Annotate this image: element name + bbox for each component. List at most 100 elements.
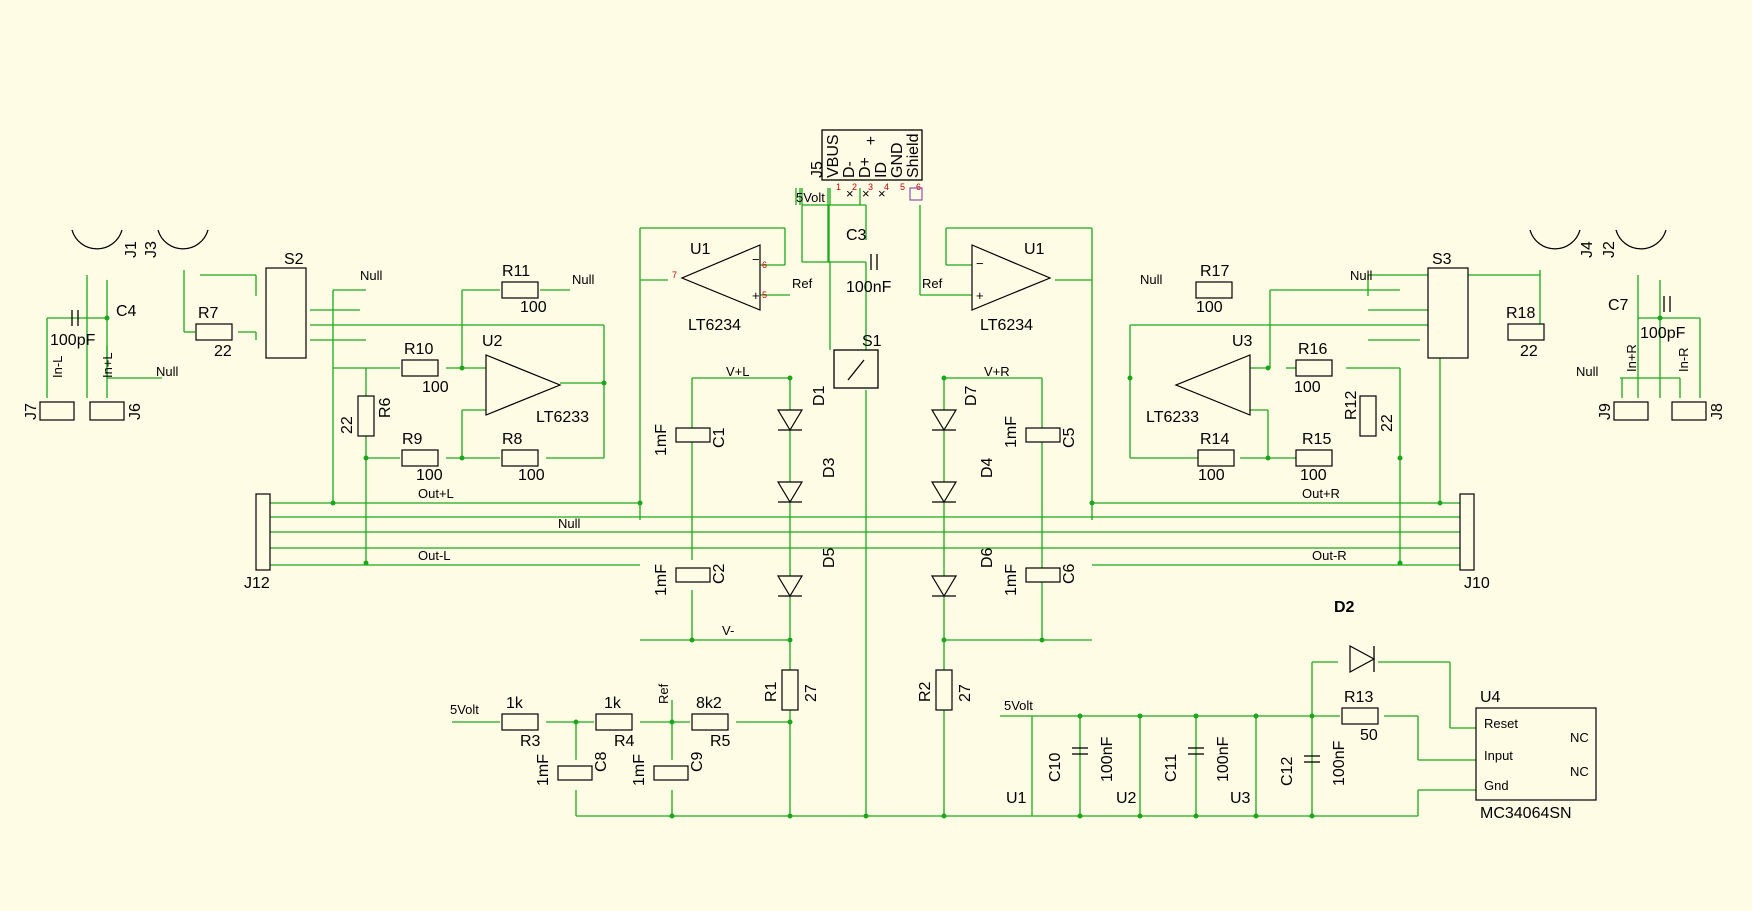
svg-text:R13: R13: [1344, 689, 1373, 706]
svg-text:C3: C3: [846, 227, 867, 244]
net-in-plus-r: In+R: [1624, 344, 1639, 372]
svg-text:100: 100: [1196, 299, 1223, 316]
svg-text:U4: U4: [1480, 689, 1501, 706]
svg-text:J2: J2: [1601, 241, 1618, 258]
svg-text:J4: J4: [1579, 241, 1596, 258]
net-5volt-bottom-left: 5Volt: [450, 702, 479, 717]
capacitor-c6: 1mF C6: [1003, 563, 1078, 596]
opamp-u1-right: U1 LT6234 −+: [971, 241, 1052, 334]
svg-text:GND: GND: [889, 142, 906, 178]
jack-j3: J3: [143, 229, 209, 258]
svg-text:R15: R15: [1302, 431, 1331, 448]
svg-text:D6: D6: [979, 547, 996, 568]
svg-text:J9: J9: [1597, 403, 1614, 420]
capacitor-c11: C11 100nF: [1163, 736, 1232, 782]
svg-text:J3: J3: [143, 241, 160, 258]
net-null-s3: Null: [1350, 268, 1373, 283]
svg-text:R8: R8: [502, 431, 523, 448]
net-null-bus: Null: [558, 516, 581, 531]
svg-text:D2: D2: [1334, 599, 1355, 616]
svg-text:100nF: 100nF: [846, 279, 892, 296]
svg-text:100nF: 100nF: [1215, 736, 1232, 782]
resistor-r18: R18 22: [1506, 305, 1545, 360]
svg-text:U1: U1: [1024, 241, 1045, 258]
svg-text:100nF: 100nF: [1331, 740, 1348, 786]
net-ref-bottom: Ref: [656, 683, 671, 704]
net-vplus-r: V+R: [984, 364, 1010, 379]
svg-text:1mF: 1mF: [1003, 416, 1020, 448]
svg-text:R6: R6: [377, 397, 394, 418]
net-in-minus-l: In-L: [50, 356, 65, 378]
net-vplus-l: V+L: [726, 364, 750, 379]
jack-j4: J4: [1529, 229, 1596, 258]
resistor-r16: R16 100: [1294, 341, 1333, 396]
svg-text:100: 100: [520, 299, 547, 316]
capacitor-c1: 1mF C1: [653, 424, 728, 456]
svg-text:R14: R14: [1200, 431, 1229, 448]
capacitor-c5: 1mF C5: [1003, 416, 1078, 448]
svg-text:R18: R18: [1506, 305, 1535, 322]
svg-text:C2: C2: [711, 563, 728, 584]
svg-text:C8: C8: [593, 751, 610, 772]
net-5volt-j5: 5Volt: [796, 190, 825, 205]
capacitor-c2: 1mF C2: [653, 563, 728, 596]
svg-text:5: 5: [900, 182, 905, 192]
resistor-r4: 1k R4: [595, 695, 635, 750]
resistor-r6: 22 R6: [339, 395, 394, 437]
opamp-u1-left: U1 LT6234 765 −+: [672, 241, 767, 334]
resistor-r1: R1 27: [763, 669, 820, 711]
svg-text:100nF: 100nF: [1099, 736, 1116, 782]
svg-text:R10: R10: [404, 341, 433, 358]
j5-ref: J5: [809, 161, 826, 178]
svg-text:5: 5: [762, 290, 767, 300]
svg-text:100: 100: [518, 467, 545, 484]
svg-text:S1: S1: [862, 333, 882, 350]
led-d3: D3: [776, 457, 838, 504]
svg-text:C10: C10: [1047, 753, 1064, 782]
svg-text:D1: D1: [811, 385, 828, 406]
net-5volt-bottom-right: 5Volt: [1004, 698, 1033, 713]
switch-s2: S2: [265, 251, 307, 359]
svg-text:J7: J7: [23, 403, 40, 420]
svg-text:R12: R12: [1343, 391, 1360, 420]
svg-text:C6: C6: [1061, 563, 1078, 584]
svg-text:1mF: 1mF: [1003, 564, 1020, 596]
svg-text:1mF: 1mF: [653, 424, 670, 456]
net-out-minus-r: Out-R: [1312, 548, 1347, 563]
svg-text:22: 22: [214, 343, 232, 360]
connector-j9: J9: [1597, 401, 1649, 421]
svg-text:22: 22: [1520, 343, 1538, 360]
svg-text:R1: R1: [763, 681, 780, 702]
switch-s1: S1: [833, 333, 882, 389]
resistor-r12: R12 22: [1343, 391, 1396, 437]
svg-text:1mF: 1mF: [653, 564, 670, 596]
diode-d7: D7: [930, 385, 980, 432]
svg-text:22: 22: [1379, 414, 1396, 432]
svg-text:LT6233: LT6233: [1146, 409, 1199, 426]
svg-text:S3: S3: [1432, 251, 1452, 268]
svg-text:×: ×: [846, 186, 854, 201]
svg-text:C9: C9: [689, 751, 706, 772]
net-null-right-jack: Null: [1576, 364, 1599, 379]
svg-text:100: 100: [1198, 467, 1225, 484]
svg-text:R7: R7: [198, 305, 219, 322]
svg-text:C7: C7: [1608, 297, 1629, 314]
svg-text:ID: ID: [873, 162, 890, 178]
svg-text:×: ×: [878, 186, 886, 201]
net-null-r11: Null: [572, 272, 595, 287]
diode-d1: D1: [776, 385, 828, 432]
capacitor-c10: C10 100nF: [1047, 736, 1116, 782]
svg-text:2: 2: [852, 182, 857, 192]
net-ref-right: Ref: [922, 276, 943, 291]
svg-text:S2: S2: [284, 251, 304, 268]
svg-text:22: 22: [339, 416, 356, 434]
led-d2: D2: [1334, 599, 1376, 674]
svg-text:R4: R4: [614, 733, 635, 750]
svg-text:R16: R16: [1298, 341, 1327, 358]
svg-text:R3: R3: [520, 733, 541, 750]
resistor-r10: R10 100: [401, 341, 449, 396]
net-in-plus-l: In+L: [100, 352, 115, 378]
svg-text:3: 3: [868, 182, 873, 192]
net-ref-left: Ref: [792, 276, 813, 291]
